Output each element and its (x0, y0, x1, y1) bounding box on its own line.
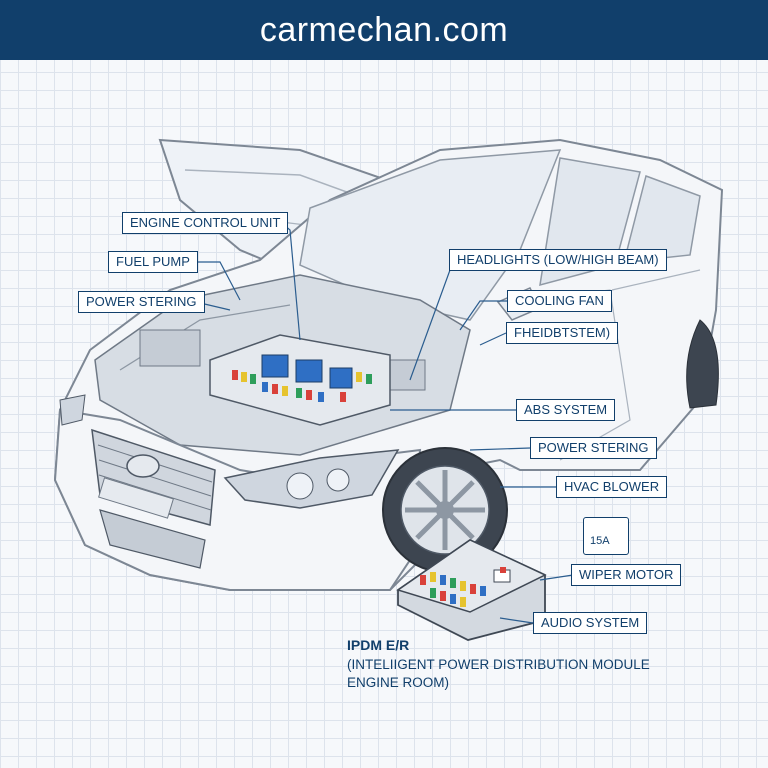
callout-abs-system: ABS SYSTEM (516, 399, 616, 421)
callout-fuel-pump: FUEL PUMP (108, 251, 198, 273)
wheels (382, 319, 719, 573)
callout-engine-control-unit: ENGINE CONTROL UNIT (122, 212, 289, 234)
callout-hvac-blower: HVAC BLOWER (556, 476, 668, 498)
callout-power-stering-left: POWER STERING (78, 291, 205, 313)
site-title: carmechan.com (259, 10, 509, 49)
ipdm-module (396, 538, 547, 641)
relay-fuse-icon-box (583, 517, 629, 555)
caption-line-1: (INTELIIGENT POWER DISTRIBUTION MODULE (347, 657, 650, 672)
callout-headlights: HEADLIGHTS (LOW/HIGH BEAM) (449, 249, 667, 271)
callout-cooling-fan: COOLING FAN (507, 290, 612, 312)
caption-line-2: ENGINE ROOM) (347, 675, 450, 690)
caption-title: IPDM E/R (347, 637, 410, 653)
callout-fheidbtstem: FHEIDBTSTEM) (506, 322, 619, 344)
callout-audio-system: AUDIO SYSTEM (533, 612, 648, 634)
site-header: carmechan.com (0, 0, 768, 60)
callout-wiper-motor: WIPER MOTOR (571, 564, 682, 586)
fuse-rating-label: 15A (590, 535, 610, 547)
callout-power-stering-right: POWER STERING (530, 437, 657, 459)
engine-fuse-box (209, 334, 391, 426)
front-fascia (53, 394, 422, 591)
